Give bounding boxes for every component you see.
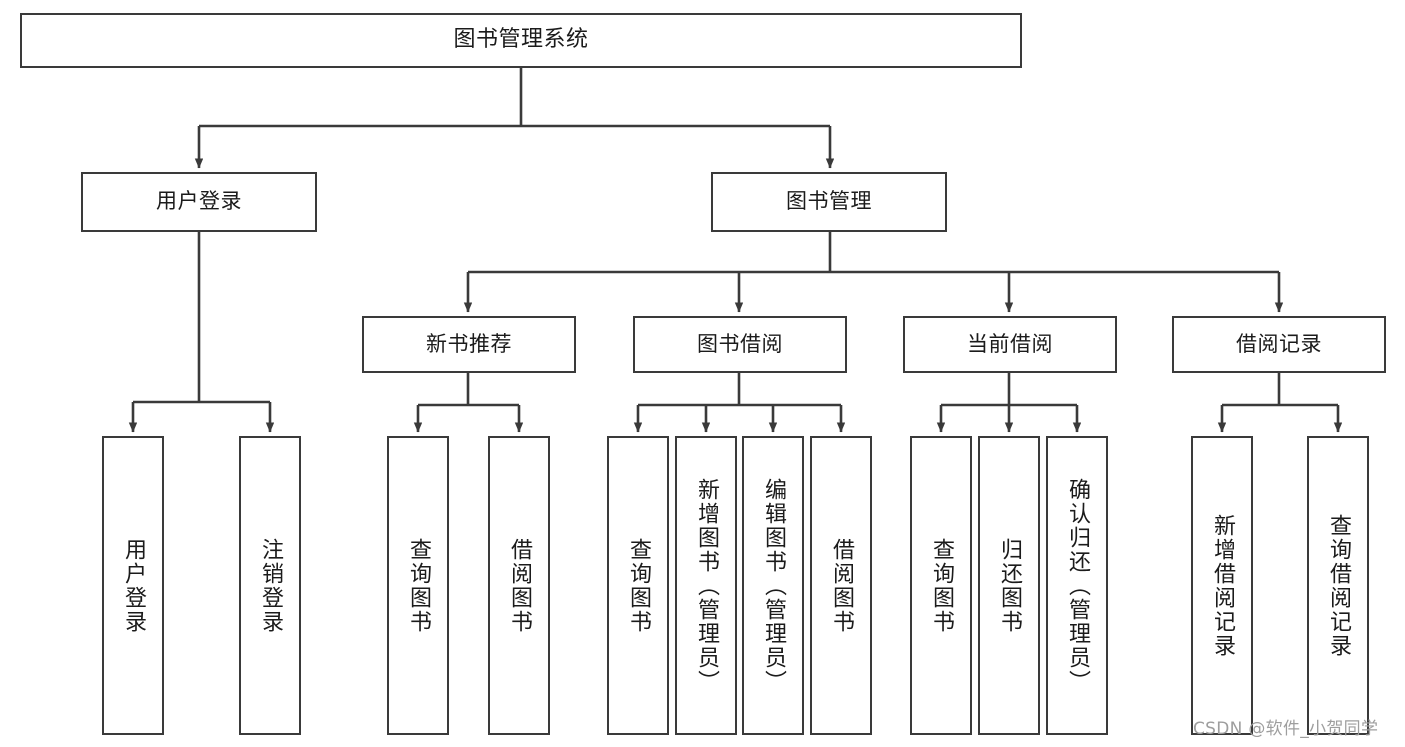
node-leaf-logout-login-label: 注销登录 bbox=[257, 537, 283, 634]
node-leaf-edit-book-label: 编辑图书（管理员） bbox=[760, 477, 786, 694]
node-borrow-record[interactable]: 借阅记录 bbox=[1172, 316, 1386, 373]
node-new-book-recommend[interactable]: 新书推荐 bbox=[362, 316, 576, 373]
node-leaf-add-record[interactable]: 新增借阅记录 bbox=[1191, 436, 1253, 735]
node-leaf-user-login[interactable]: 用户登录 bbox=[102, 436, 164, 735]
node-leaf-query-book-2-label: 查询图书 bbox=[625, 537, 651, 634]
node-book-management[interactable]: 图书管理 bbox=[711, 172, 947, 232]
node-leaf-logout-login[interactable]: 注销登录 bbox=[239, 436, 301, 735]
node-current-borrow-label: 当前借阅 bbox=[967, 331, 1053, 356]
node-leaf-return-book[interactable]: 归还图书 bbox=[978, 436, 1040, 735]
node-leaf-user-login-label: 用户登录 bbox=[120, 537, 146, 634]
node-borrow-record-label: 借阅记录 bbox=[1236, 331, 1322, 356]
node-leaf-query-book-1[interactable]: 查询图书 bbox=[387, 436, 449, 735]
node-root[interactable]: 图书管理系统 bbox=[20, 13, 1022, 68]
node-book-borrow[interactable]: 图书借阅 bbox=[633, 316, 847, 373]
node-leaf-query-book-3-label: 查询图书 bbox=[928, 537, 954, 634]
node-new-book-recommend-label: 新书推荐 bbox=[426, 331, 512, 356]
node-leaf-add-record-label: 新增借阅记录 bbox=[1209, 513, 1235, 658]
node-leaf-edit-book[interactable]: 编辑图书（管理员） bbox=[742, 436, 804, 735]
node-user-login[interactable]: 用户登录 bbox=[81, 172, 317, 232]
node-leaf-query-book-1-label: 查询图书 bbox=[405, 537, 431, 634]
node-root-label: 图书管理系统 bbox=[453, 27, 589, 53]
node-book-borrow-label: 图书借阅 bbox=[697, 331, 783, 356]
node-leaf-borrow-book-1[interactable]: 借阅图书 bbox=[488, 436, 550, 735]
node-leaf-add-book[interactable]: 新增图书（管理员） bbox=[675, 436, 737, 735]
node-user-login-label: 用户登录 bbox=[156, 189, 242, 214]
node-leaf-borrow-book-2[interactable]: 借阅图书 bbox=[810, 436, 872, 735]
node-leaf-add-book-label: 新增图书（管理员） bbox=[693, 477, 719, 694]
node-leaf-confirm-return-label: 确认归还（管理员） bbox=[1064, 477, 1090, 694]
node-leaf-query-book-2[interactable]: 查询图书 bbox=[607, 436, 669, 735]
node-leaf-return-book-label: 归还图书 bbox=[996, 537, 1022, 634]
node-leaf-borrow-book-2-label: 借阅图书 bbox=[828, 537, 854, 634]
node-leaf-query-book-3[interactable]: 查询图书 bbox=[910, 436, 972, 735]
node-current-borrow[interactable]: 当前借阅 bbox=[903, 316, 1117, 373]
node-leaf-confirm-return[interactable]: 确认归还（管理员） bbox=[1046, 436, 1108, 735]
node-leaf-borrow-book-1-label: 借阅图书 bbox=[506, 537, 532, 634]
node-leaf-query-record-label: 查询借阅记录 bbox=[1325, 513, 1351, 658]
node-leaf-query-record[interactable]: 查询借阅记录 bbox=[1307, 436, 1369, 735]
node-book-management-label: 图书管理 bbox=[786, 189, 872, 214]
